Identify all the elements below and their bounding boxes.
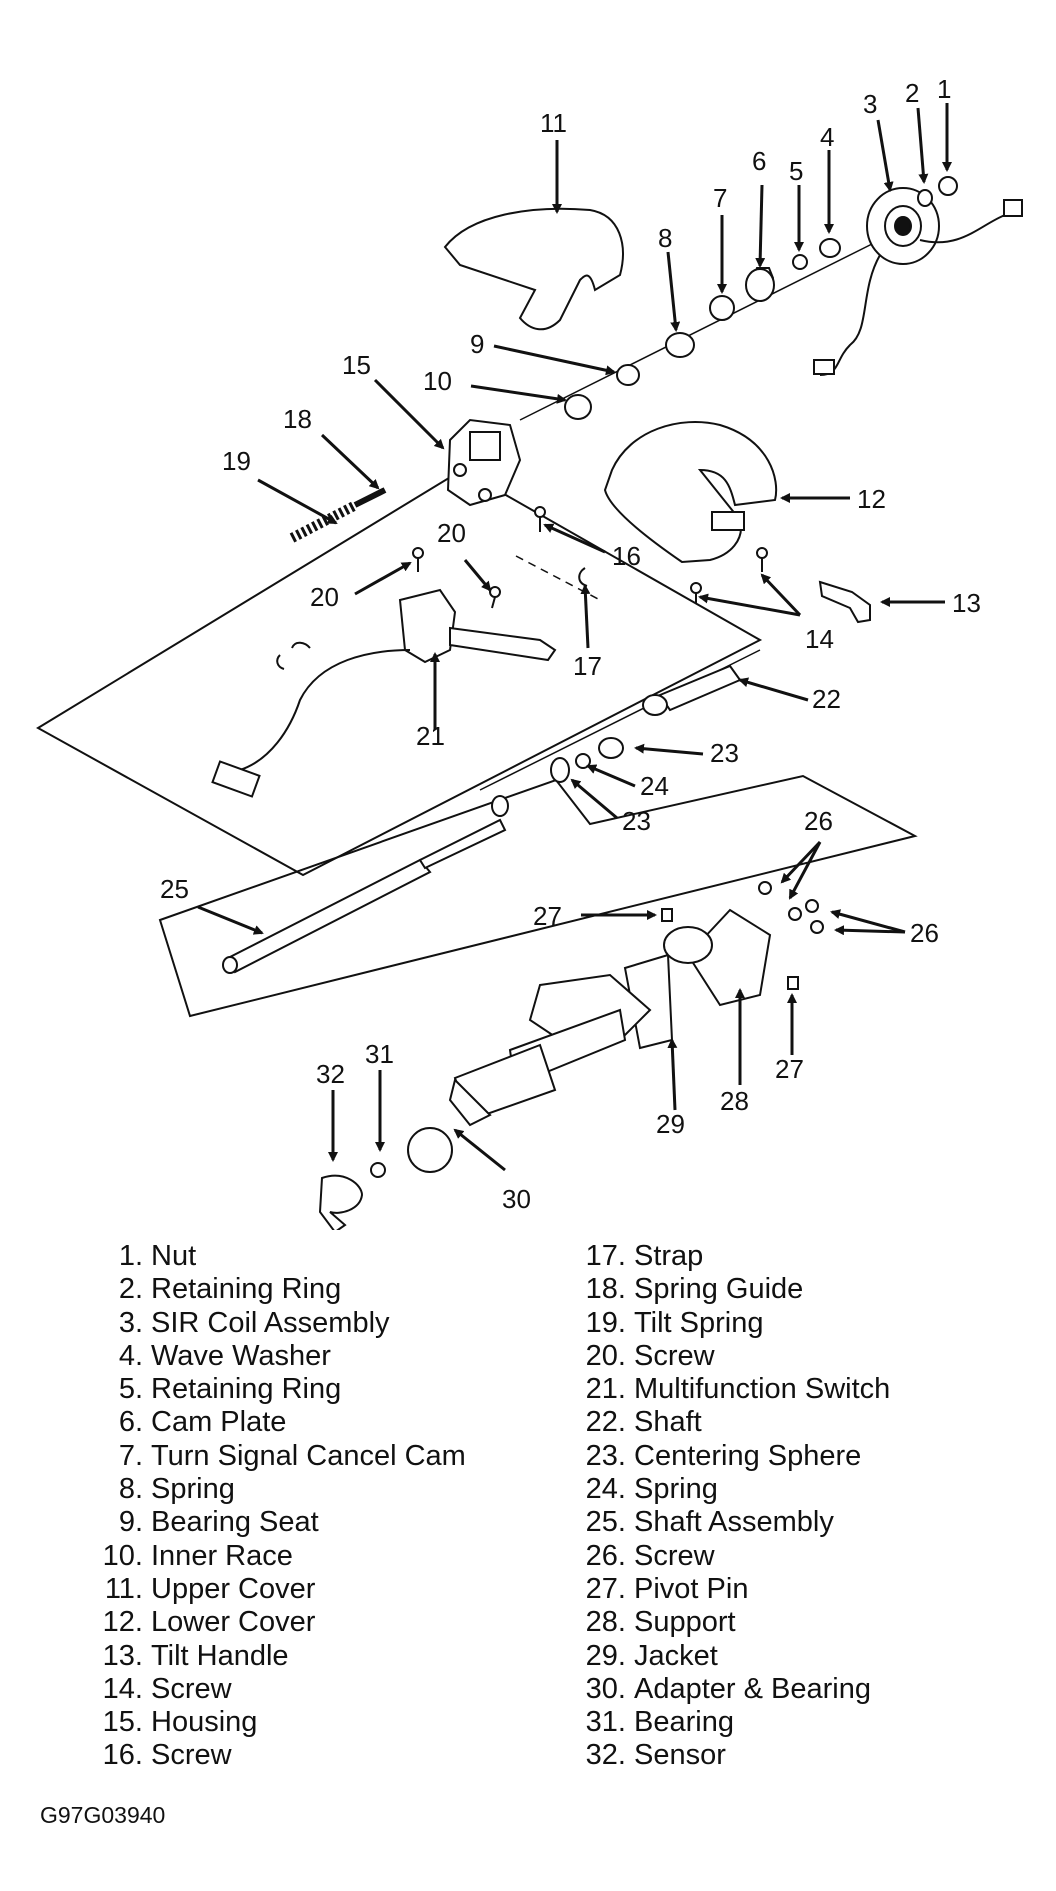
legend-item: 26.Screw <box>585 1539 715 1572</box>
legend-item: 23.Centering Sphere <box>585 1439 862 1472</box>
legend-item: 6.Cam Plate <box>118 1406 287 1439</box>
legend-item: 31.Bearing <box>585 1706 734 1739</box>
legend-item: 7.Turn Signal Cancel Cam <box>118 1439 466 1472</box>
callout-10: 10 <box>423 366 452 396</box>
callout-23b: 23 <box>622 806 651 836</box>
callout-14: 14 <box>805 624 834 654</box>
lower-shaft-parts <box>550 664 742 783</box>
callout-11: 11 <box>540 108 567 138</box>
legend-item: 16.Screw <box>102 1739 232 1772</box>
callout-1: 1 <box>937 74 951 104</box>
callout-20a: 20 <box>310 582 339 612</box>
callout-12: 12 <box>857 484 886 514</box>
callout-8: 8 <box>658 223 672 253</box>
legend-item: 11.Upper Cover <box>104 1572 316 1605</box>
callout-32: 32 <box>316 1059 345 1089</box>
tilt-spring <box>289 487 387 543</box>
callout-5: 5 <box>789 156 803 186</box>
callout-25: 25 <box>160 874 189 904</box>
callout-7: 7 <box>713 183 727 213</box>
leader-arrows <box>197 103 952 1172</box>
legend-item: 4.Wave Washer <box>118 1339 331 1372</box>
legend-item: 19.Tilt Spring <box>585 1306 764 1339</box>
legend-item: 14.Screw <box>102 1672 232 1705</box>
legend-item: 9.Bearing Seat <box>118 1506 319 1539</box>
callout-28: 28 <box>720 1086 749 1116</box>
lower-cover <box>603 421 778 564</box>
legend-item: 12.Lower Cover <box>102 1606 316 1639</box>
callout-4: 4 <box>820 122 834 152</box>
callout-23a: 23 <box>710 738 739 768</box>
figure-code: G97G03940 <box>40 1802 166 1828</box>
callout-19: 19 <box>222 446 251 476</box>
legend-item: 5.Retaining Ring <box>118 1373 342 1406</box>
legend-item: 8.Spring <box>118 1473 235 1506</box>
legend-item: 29.Jacket <box>585 1639 718 1672</box>
callout-27b: 27 <box>775 1054 804 1084</box>
multifunction-switch <box>211 588 557 798</box>
legend-item: 1.Nut <box>118 1240 197 1272</box>
callout-13: 13 <box>952 588 981 618</box>
callout-20b: 20 <box>437 518 466 548</box>
callout-18: 18 <box>283 404 312 434</box>
housing <box>446 418 522 507</box>
callout-9: 9 <box>470 329 484 359</box>
lower-jacket-parts <box>318 1043 557 1230</box>
callout-2: 2 <box>905 78 919 108</box>
shaft-assembly <box>222 795 509 974</box>
upper-shaft-small-parts <box>564 176 958 420</box>
steering-column-exploded-diagram: 1 2 3 4 5 6 7 8 9 10 11 12 13 14 15 16 1… <box>36 74 1023 1230</box>
legend-item: 10.Inner Race <box>102 1539 293 1572</box>
callout-21: 21 <box>416 721 445 751</box>
legend-item: 25.Shaft Assembly <box>585 1506 834 1539</box>
screws <box>412 506 824 990</box>
legend-item: 2.Retaining Ring <box>118 1273 342 1306</box>
callout-27a: 27 <box>533 901 562 931</box>
legend-item: 18.Spring Guide <box>585 1273 804 1306</box>
callout-26a: 26 <box>804 806 833 836</box>
legend-item: 21.Multifunction Switch <box>585 1373 891 1406</box>
tilt-handle <box>818 580 871 624</box>
legend-item: 24.Spring <box>585 1473 718 1506</box>
legend-item: 3.SIR Coil Assembly <box>118 1306 390 1339</box>
legend-item: 27.Pivot Pin <box>585 1572 749 1605</box>
sir-coil-assembly <box>813 187 1023 376</box>
upper-cover <box>443 207 624 331</box>
callout-30: 30 <box>502 1184 531 1214</box>
callout-24: 24 <box>640 771 669 801</box>
legend-item: 17.Strap <box>585 1240 704 1272</box>
callout-3: 3 <box>863 89 877 119</box>
callout-6: 6 <box>752 146 766 176</box>
callout-26b: 26 <box>910 918 939 948</box>
callout-31: 31 <box>365 1039 394 1069</box>
callout-29: 29 <box>656 1109 685 1139</box>
callout-numbers: 1 2 3 4 5 6 7 8 9 10 11 12 13 14 15 16 1… <box>160 74 981 1214</box>
background-plate-lower <box>158 774 918 1018</box>
legend-item: 22.Shaft <box>585 1406 702 1439</box>
callout-15: 15 <box>342 350 371 380</box>
legend-column-right: 17.Strap 18.Spring Guide 19.Tilt Spring … <box>578 1240 891 1773</box>
callout-16: 16 <box>612 541 641 571</box>
callout-22: 22 <box>812 684 841 714</box>
support-and-jacket <box>508 908 772 1087</box>
legend-column-left: 1.Nut 2.Retaining Ring 3.SIR Coil Assemb… <box>95 1240 466 1773</box>
legend-item: 30.Adapter & Bearing <box>585 1672 871 1705</box>
legend-item: 32.Sensor <box>585 1739 726 1772</box>
legend-item: 28.Support <box>585 1606 736 1639</box>
parts-legend: 1.Nut 2.Retaining Ring 3.SIR Coil Assemb… <box>0 1240 1056 1800</box>
legend-item: 15.Housing <box>102 1706 258 1739</box>
callout-17: 17 <box>573 651 602 681</box>
background-plate-upper <box>36 468 763 877</box>
legend-item: 20.Screw <box>585 1339 715 1372</box>
legend-item: 13.Tilt Handle <box>102 1639 289 1672</box>
